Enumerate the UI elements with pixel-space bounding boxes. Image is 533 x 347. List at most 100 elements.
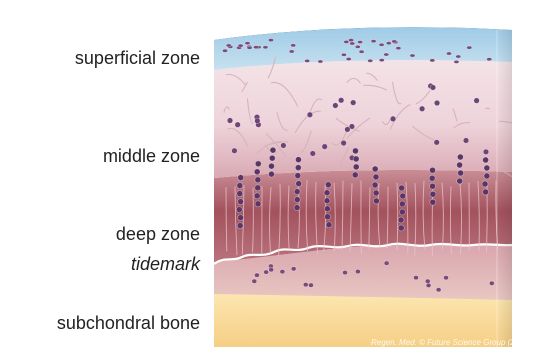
chondrocyte — [446, 52, 451, 55]
chondrocyte — [371, 40, 376, 43]
chondrocyte — [489, 281, 494, 285]
chondrocyte — [463, 138, 469, 144]
chondrocyte — [303, 282, 308, 286]
chondrocyte — [436, 288, 441, 292]
chondrocyte — [280, 269, 285, 273]
chondrocyte — [344, 40, 349, 43]
chondrocyte — [341, 140, 347, 146]
chondrocyte — [414, 275, 419, 279]
chondrocyte — [429, 175, 435, 181]
chondrocyte — [235, 122, 241, 128]
chondrocyte — [355, 45, 360, 48]
chondrocyte — [372, 166, 378, 172]
chondrocyte — [308, 283, 313, 287]
chondrocyte — [254, 193, 260, 199]
chondrocyte — [379, 43, 384, 46]
chondrocyte — [238, 44, 243, 47]
chondrocyte — [238, 215, 244, 221]
chondrocyte — [269, 268, 274, 272]
chondrocyte — [456, 55, 461, 58]
chondrocyte — [359, 50, 364, 53]
chondrocyte — [237, 191, 243, 197]
chondrocyte — [419, 106, 425, 112]
chondrocyte — [326, 222, 332, 228]
chondrocyte — [252, 279, 257, 283]
chondrocyte — [254, 169, 260, 175]
chondrocyte — [255, 118, 261, 124]
chondrocyte — [430, 167, 436, 173]
chondrocyte — [458, 170, 464, 176]
chondrocyte — [222, 49, 227, 52]
chondrocyte — [483, 157, 489, 163]
chondrocyte — [352, 148, 358, 154]
label-middle-zone: middle zone — [103, 147, 200, 165]
chondrocyte — [325, 182, 331, 188]
chondrocyte — [295, 157, 301, 163]
chondrocyte — [444, 276, 449, 280]
chondrocyte — [291, 267, 296, 271]
chondrocyte — [255, 161, 261, 167]
label-superficial-zone: superficial zone — [75, 49, 200, 67]
chondrocyte — [245, 42, 250, 45]
chondrocyte — [454, 60, 459, 63]
chondrocyte — [430, 199, 436, 205]
chondrocyte — [483, 149, 489, 155]
chondrocyte — [425, 279, 430, 283]
chondrocyte — [399, 201, 405, 207]
chondrocyte — [307, 112, 313, 118]
chondrocyte — [430, 59, 435, 62]
chondrocyte — [247, 46, 252, 49]
label-tidemark: tidemark — [131, 255, 200, 273]
chondrocyte — [379, 59, 384, 62]
chondrocyte — [255, 177, 261, 183]
chondrocyte — [398, 217, 404, 223]
chondrocyte — [270, 147, 276, 153]
chondrocyte — [457, 154, 463, 160]
chondrocyte — [268, 38, 273, 41]
block-side-face — [497, 0, 533, 347]
chondrocyte — [237, 223, 243, 229]
chondrocyte — [398, 225, 404, 231]
chondrocyte — [400, 193, 406, 199]
chondrocyte — [386, 42, 391, 45]
chondrocyte — [268, 171, 274, 177]
label-subchondral-bone: subchondral bone — [57, 314, 200, 332]
chondrocyte — [487, 58, 492, 61]
chondrocyte — [399, 209, 405, 215]
chondrocyte — [294, 189, 300, 195]
chondrocyte — [236, 207, 242, 213]
chondrocyte — [467, 46, 472, 49]
chondrocyte — [373, 174, 379, 180]
chondrocyte — [264, 270, 269, 274]
chondrocyte — [324, 190, 330, 196]
chondrocyte — [294, 205, 300, 211]
chondrocyte — [396, 47, 401, 50]
chondrocyte — [341, 53, 346, 56]
chondrocyte — [289, 50, 294, 53]
chondrocyte — [296, 181, 302, 187]
chondrocyte — [482, 181, 488, 187]
chondrocyte — [484, 173, 490, 179]
chondrocyte — [434, 140, 440, 146]
chondrocyte — [318, 60, 323, 63]
chondrocyte — [430, 85, 436, 91]
chondrocyte — [474, 98, 480, 104]
chondrocyte — [353, 156, 359, 162]
chondrocyte — [346, 57, 351, 60]
chondrocyte — [237, 183, 243, 189]
chondrocyte — [343, 270, 348, 274]
credit-text: Regen. Med. © Future Science Group (200 — [371, 338, 524, 347]
chondrocyte — [434, 100, 440, 106]
chondrocyte — [254, 273, 259, 277]
chondrocyte — [227, 118, 233, 124]
label-deep-zone: deep zone — [116, 225, 200, 243]
chondrocyte — [373, 198, 379, 204]
chondrocyte — [305, 59, 310, 62]
chondrocyte — [291, 44, 296, 47]
chondrocyte — [338, 97, 344, 103]
chondrocyte — [238, 175, 244, 181]
chondrocyte — [348, 38, 353, 41]
chondrocyte — [426, 283, 431, 287]
chondrocyte — [373, 190, 379, 196]
chondrocyte — [392, 40, 397, 43]
